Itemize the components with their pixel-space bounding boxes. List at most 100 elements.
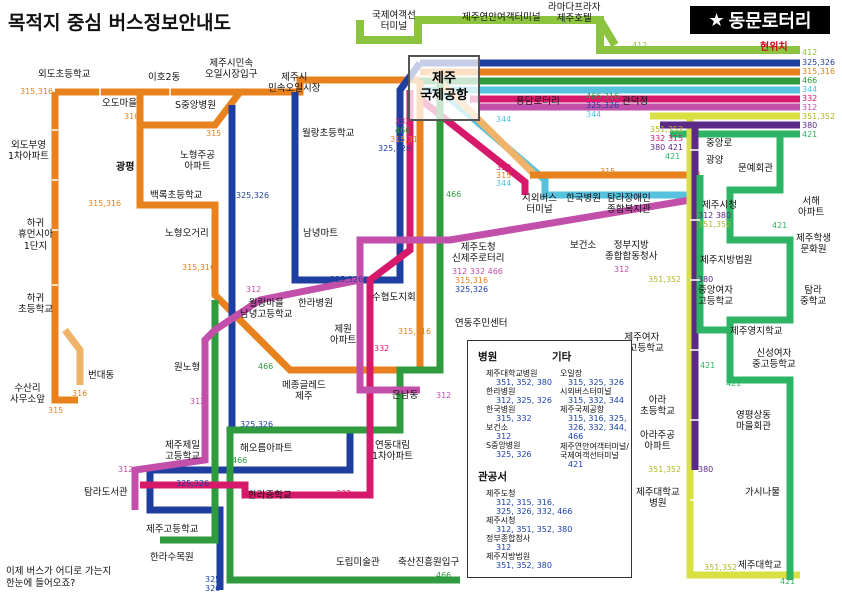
station-jnu[interactable]: 제주대학교: [738, 560, 782, 571]
route-label-east-5: 332: [802, 94, 818, 103]
legend-hospital-name-2: 한국병원: [486, 405, 516, 414]
station-chukgwan[interactable]: 축산진흥원입구: [398, 557, 460, 568]
station-oedo-apt[interactable]: 외도부영 1차아파트: [8, 140, 50, 163]
route-312-west: [131, 276, 361, 510]
station-tamra-welfare[interactable]: 탐라장애인 종합복지관: [607, 193, 651, 216]
route-351-line: [650, 112, 800, 579]
station-jeju-student[interactable]: 제주학생 문화원: [796, 233, 831, 256]
station-seohae-apt[interactable]: 서해 아파트: [798, 196, 825, 219]
route-label-airport-0: 332: [395, 117, 411, 126]
station-wolrang-school[interactable]: 월랑초등학교: [302, 128, 355, 139]
route-380-line: [660, 121, 699, 470]
route-label-dobang-0: 312 332 466: [452, 267, 503, 276]
station-odo[interactable]: 오도마을: [102, 98, 137, 109]
station-halla-middle[interactable]: 한라중학교: [248, 490, 292, 501]
legend-hospital-name-4: S중앙병원: [486, 441, 521, 450]
route-label-east-4: 344: [802, 85, 818, 94]
station-jungang-ro[interactable]: 중앙로: [706, 138, 733, 149]
station-dorip[interactable]: 도립미술관: [336, 557, 380, 568]
station-haeoreum[interactable]: 해오름아파트: [240, 443, 293, 454]
station-halla-hospital[interactable]: 한라병원: [298, 298, 333, 309]
station-jeju-court[interactable]: 제주지방법원: [700, 255, 753, 266]
station-munye[interactable]: 문예회관: [738, 163, 773, 174]
station-hallasumok[interactable]: 한라수목원: [150, 552, 194, 563]
station-yongdam[interactable]: 용담로터리: [516, 96, 560, 107]
station-bogeonso[interactable]: 보건소: [570, 240, 597, 251]
station-megaland[interactable]: 메종글레드 제주: [282, 380, 326, 403]
airport-box[interactable]: 제주 국제공항: [408, 55, 480, 121]
route-label-haeoreum: 325,326: [240, 420, 274, 429]
route-label-tamra315: 315: [600, 167, 616, 176]
legend-office-name-0: 제주도청: [486, 489, 516, 498]
station-gwangyang[interactable]: 광양: [706, 155, 724, 166]
station-jeju-girls[interactable]: 제주여자 중고등학교: [620, 332, 664, 355]
route-label-east-3: 466: [802, 76, 818, 85]
station-namnyeong[interactable]: 남녕마트: [303, 228, 338, 239]
station-hagwi-apt[interactable]: 하귀 휴먼시아 1단지: [18, 218, 53, 252]
station-gasi[interactable]: 가시나물: [745, 487, 780, 498]
legend-hospital-name-0: 제주대학교병원: [486, 369, 538, 378]
station-sinsung[interactable]: 신성여자 중고등학교: [752, 348, 796, 371]
station-gwandeok[interactable]: 관덕정: [622, 96, 649, 107]
legend-office-name-1: 제주시청: [486, 516, 516, 525]
station-jewon-apt[interactable]: 제원 아파트: [330, 324, 357, 347]
legend-hospital-name-3: 보건소: [486, 423, 509, 432]
station-jeju-yeongji[interactable]: 제주영지학교: [730, 326, 783, 337]
route-label-jungang-3: 421: [665, 152, 681, 161]
station-ara-school[interactable]: 아라 초등학교: [640, 395, 675, 418]
station-sioe-terminal[interactable]: 시외버스 터미널: [522, 193, 557, 216]
station-jnu-hospital[interactable]: 제주대학교 병원: [636, 487, 680, 510]
route-label-east-2: 315,316: [802, 67, 836, 76]
route-label-east-0: 412: [802, 48, 818, 57]
station-yeongpyeong[interactable]: 영평상동 마을회관: [736, 410, 771, 433]
route-label-sinsung421: 421: [726, 379, 742, 388]
station-s-hospital[interactable]: S중앙병원: [175, 100, 216, 111]
station-ara-apt[interactable]: 아라주공 아파트: [640, 430, 675, 453]
station-baekrok-school[interactable]: 백록초등학교: [150, 190, 203, 201]
legend-hospital-routes-3: 312: [496, 432, 512, 441]
station-jeongbu[interactable]: 정부지방 종합합동청사: [605, 240, 658, 263]
legend-office-title: 관공서: [478, 471, 507, 483]
legend-other-routes-1: 315, 332, 344: [568, 396, 624, 405]
station-yeondong-center[interactable]: 연동주민센터: [455, 318, 508, 329]
route-label-jungang-1: 332 315: [650, 134, 684, 143]
station-gwangpyeong[interactable]: 광평: [116, 162, 135, 173]
terminal-name: 동문로터리: [728, 11, 812, 32]
station-hagwi-school[interactable]: 하귀 초등학교: [18, 293, 53, 316]
route-label-jewon315: 315,316: [398, 327, 432, 336]
station-dobang[interactable]: 제주도청 신제주로터리: [452, 242, 505, 265]
route-label-gwandeok-2: 344: [586, 110, 602, 119]
route-label-gwandeok-0: 466 316: [586, 92, 620, 101]
station-suhyup[interactable]: 수협도지회: [372, 292, 416, 303]
station-jungang-girls[interactable]: 중앙여자 고등학교: [698, 285, 733, 308]
station-jeju-high[interactable]: 제주고등학교: [146, 524, 199, 535]
station-hanguk-hospital[interactable]: 한국병원: [566, 193, 601, 204]
station-oedo-school[interactable]: 외도초등학교: [38, 69, 91, 80]
station-ramada[interactable]: 라마다프라자 제주호텔: [548, 2, 601, 25]
station-iho2[interactable]: 이호2동: [148, 72, 181, 83]
station-intl-ferry[interactable]: 국제여객선 터미널: [372, 10, 416, 33]
station-yeonan-ferry[interactable]: 제주연안여객터미널: [462, 12, 541, 23]
station-jeju-market[interactable]: 제주시민속 오일시장입구: [205, 58, 258, 81]
legend-hospital-title: 병원: [478, 351, 498, 363]
station-susanri[interactable]: 수산리 사무소앞: [10, 383, 45, 406]
station-eunnam[interactable]: 은남동: [392, 390, 419, 401]
station-nohyeong-apt[interactable]: 노형주공 아파트: [180, 150, 215, 173]
station-beondae[interactable]: 번대동: [88, 370, 115, 381]
station-jeju-city-market[interactable]: 제주시 민속오일시장: [268, 72, 321, 95]
station-jeju-first-school[interactable]: 제주제일 고등학교: [165, 440, 200, 463]
station-tamra-middle[interactable]: 탐라 중학교: [800, 285, 827, 308]
route-316-inner: [140, 89, 243, 129]
station-tamna-library[interactable]: 탐라도서관: [84, 487, 128, 498]
station-jeju-city-hall[interactable]: 제주시청: [702, 200, 737, 211]
airport-label-line1: 제주: [432, 71, 456, 87]
station-wonnohyeong[interactable]: 원노형: [174, 362, 201, 373]
route-315-west: [51, 92, 78, 404]
station-yeondong-apt[interactable]: 연동대림 1차아파트: [372, 440, 414, 463]
route-label-eunnam312: 312: [436, 391, 452, 400]
station-wolrang-village[interactable]: 월랑마을 남녕고등학교: [240, 298, 293, 321]
station-nohyeong-ogeori[interactable]: 노형오거리: [165, 228, 209, 239]
route-label-jeju-girls: 421: [700, 361, 716, 370]
